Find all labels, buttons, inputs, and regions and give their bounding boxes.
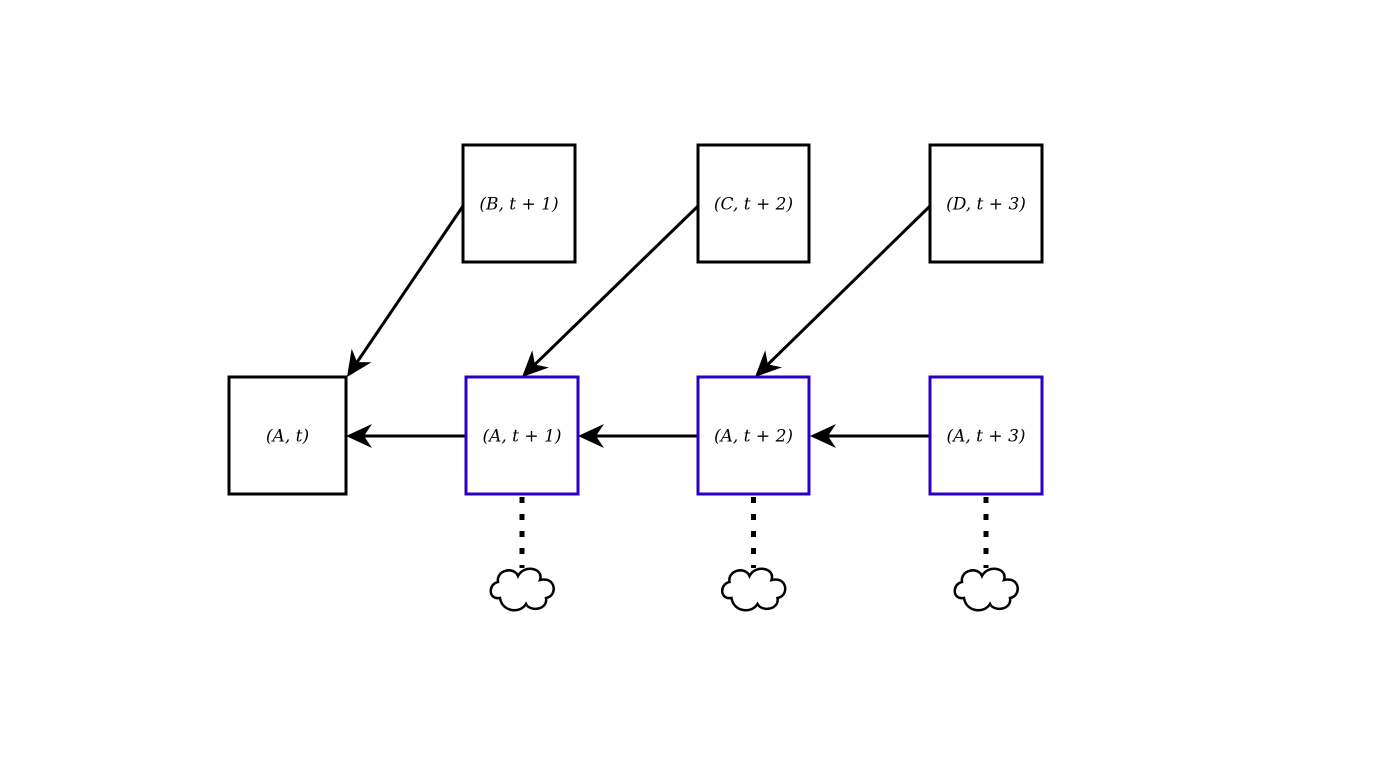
node-B_t1: (B, t + 1) <box>461 143 577 264</box>
node-box <box>461 143 577 264</box>
edge-A_t1-to-A_t <box>346 424 466 448</box>
node-label: (A, t + 2) <box>714 427 793 447</box>
node-label: (A, t) <box>266 427 309 447</box>
node-box <box>696 375 811 496</box>
node-D_t3: (D, t + 3) <box>928 143 1044 264</box>
node-label: (C, t + 2) <box>714 195 793 215</box>
arrowhead <box>810 424 836 448</box>
edge-C_t2-to-A_t1 <box>522 204 700 377</box>
node-A_t1: (A, t + 1) <box>464 375 580 496</box>
arrowhead <box>522 350 550 377</box>
node-A_t2: (A, t + 2) <box>696 375 811 496</box>
node-label: (D, t + 3) <box>946 195 1026 215</box>
cloud-icon <box>721 567 787 612</box>
clouds-layer <box>489 567 1019 612</box>
node-box <box>227 375 348 496</box>
nodes-layer: (B, t + 1) (C, t + 2) (D, t + 3) (A, t) (A, … <box>227 143 1044 496</box>
node-box <box>928 143 1044 264</box>
node-A_t: (A, t) <box>227 375 348 496</box>
node-box <box>928 375 1044 496</box>
cloud-icon <box>489 567 555 612</box>
arrowhead <box>755 350 782 377</box>
edge-A_t3-to-A_t2 <box>810 424 930 448</box>
arrowhead <box>578 424 604 448</box>
edges-layer <box>346 204 932 448</box>
node-label: (A, t + 1) <box>482 427 561 447</box>
edge-line <box>766 204 932 366</box>
dotted-connectors-layer <box>519 497 989 568</box>
node-C_t2: (C, t + 2) <box>696 143 811 264</box>
node-A_t3: (A, t + 3) <box>928 375 1044 496</box>
edge-A_t2-to-A_t1 <box>578 424 698 448</box>
edge-line <box>355 205 465 363</box>
cloud-icon <box>953 567 1019 612</box>
arrowhead <box>347 348 372 377</box>
arrowhead <box>346 424 372 448</box>
node-label: (A, t + 3) <box>946 427 1025 447</box>
node-label: (B, t + 1) <box>479 195 558 215</box>
edge-B_t1-to-A_t <box>347 205 465 377</box>
edge-D_t3-to-A_t2 <box>755 204 932 377</box>
node-box <box>464 375 580 496</box>
node-box <box>696 143 811 264</box>
edge-line <box>533 204 700 366</box>
